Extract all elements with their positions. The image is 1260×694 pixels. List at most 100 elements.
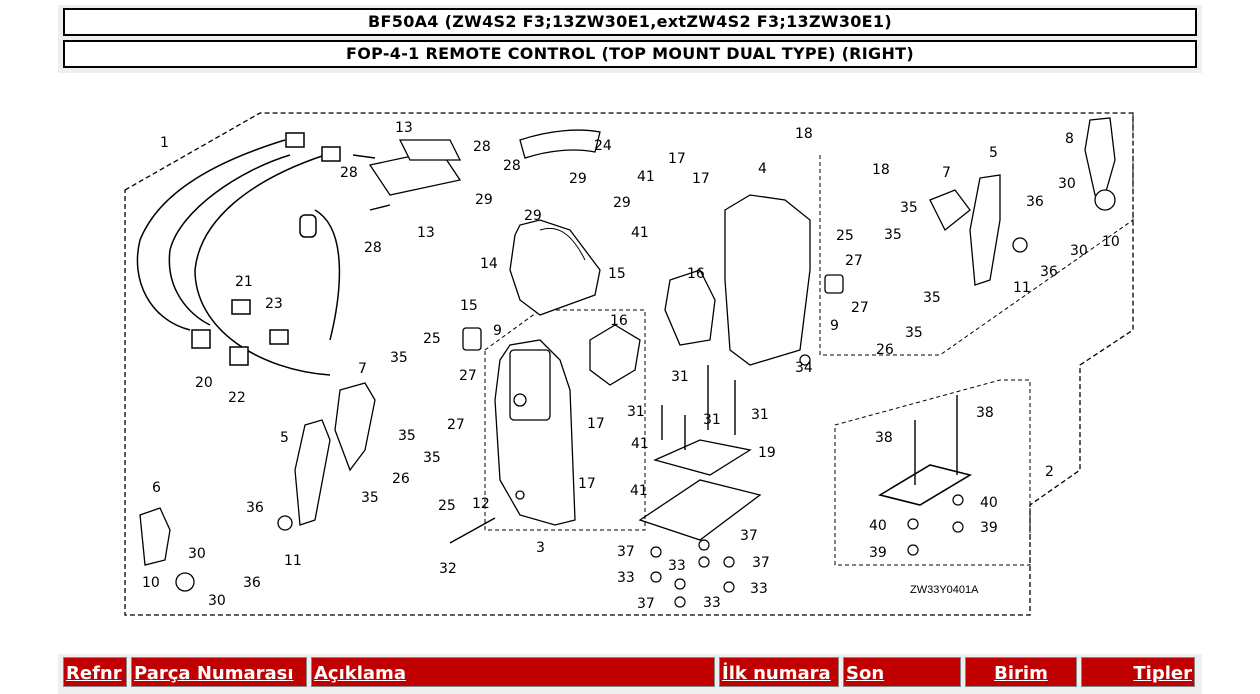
callout-13b: 13 bbox=[417, 225, 435, 241]
callout-19: 19 bbox=[758, 445, 776, 461]
callout-5: 5 bbox=[989, 145, 998, 161]
callout-35e: 35 bbox=[390, 350, 408, 366]
callout-29d: 29 bbox=[613, 195, 631, 211]
callout-28c: 28 bbox=[340, 165, 358, 181]
callout-28b: 28 bbox=[503, 158, 521, 174]
callout-6: 6 bbox=[152, 480, 161, 496]
callout-15b: 15 bbox=[460, 298, 478, 314]
callout-28d: 28 bbox=[364, 240, 382, 256]
column-first-number[interactable]: İlk numara bbox=[719, 657, 839, 687]
callout-35: 35 bbox=[900, 200, 918, 216]
callout-28: 28 bbox=[473, 139, 491, 155]
callout-10: 10 bbox=[1102, 234, 1120, 250]
callout-41b: 41 bbox=[631, 225, 649, 241]
callout-5b: 5 bbox=[280, 430, 289, 446]
callout-13: 13 bbox=[395, 120, 413, 136]
callout-32: 32 bbox=[439, 561, 457, 577]
callout-3: 3 bbox=[536, 540, 545, 556]
callout-9b: 9 bbox=[493, 323, 502, 339]
callout-26: 26 bbox=[876, 342, 894, 358]
callout-36b: 36 bbox=[1040, 264, 1058, 280]
callout-27b: 27 bbox=[851, 300, 869, 316]
callout-24: 24 bbox=[594, 138, 612, 154]
callout-39b: 39 bbox=[869, 545, 887, 561]
callout-18b: 18 bbox=[872, 162, 890, 178]
callout-4: 4 bbox=[758, 161, 767, 177]
callout-31d: 31 bbox=[751, 407, 769, 423]
callout-37: 37 bbox=[740, 528, 758, 544]
parts-table-header: Refnr Parça Numarası Açıklama İlk numara… bbox=[58, 654, 1202, 694]
callout-35g: 35 bbox=[423, 450, 441, 466]
model-title: BF50A4 (ZW4S2 F3;13ZW30E1,extZW4S2 F3;13… bbox=[63, 8, 1197, 36]
callout-27d: 27 bbox=[447, 417, 465, 433]
callout-41c: 41 bbox=[631, 436, 649, 452]
callout-41: 41 bbox=[637, 169, 655, 185]
callout-20: 20 bbox=[195, 375, 213, 391]
diagram-code: ZW33Y0401A bbox=[910, 584, 979, 596]
callout-7b: 7 bbox=[358, 361, 367, 377]
parts-diagram: 1 2 3 4 5 5 6 7 7 8 9 9 10 10 11 11 12 1… bbox=[124, 112, 1134, 616]
callout-33c: 33 bbox=[703, 595, 721, 611]
callout-15: 15 bbox=[608, 266, 626, 282]
column-part-number[interactable]: Parça Numarası bbox=[131, 657, 307, 687]
callout-30: 30 bbox=[1058, 176, 1076, 192]
callout-39: 39 bbox=[980, 520, 998, 536]
callout-25c: 25 bbox=[438, 498, 456, 514]
callout-38: 38 bbox=[976, 405, 994, 421]
column-types[interactable]: Tipler bbox=[1081, 657, 1195, 687]
callout-31c: 31 bbox=[703, 412, 721, 428]
callout-37d: 37 bbox=[637, 596, 655, 612]
callout-37c: 37 bbox=[752, 555, 770, 571]
callout-31b: 31 bbox=[627, 404, 645, 420]
callout-29: 29 bbox=[569, 171, 587, 187]
callout-36c: 36 bbox=[246, 500, 264, 516]
callout-1: 1 bbox=[160, 135, 169, 151]
wire-harness bbox=[136, 132, 341, 376]
callout-35c: 35 bbox=[923, 290, 941, 306]
callout-16: 16 bbox=[687, 266, 705, 282]
callout-17c: 17 bbox=[587, 416, 605, 432]
callout-21: 21 bbox=[235, 274, 253, 290]
callout-17: 17 bbox=[668, 151, 686, 167]
callout-41d: 41 bbox=[630, 483, 648, 499]
callout-29b: 29 bbox=[475, 192, 493, 208]
column-refnr[interactable]: Refnr bbox=[63, 657, 127, 687]
callout-31: 31 bbox=[671, 369, 689, 385]
callout-40: 40 bbox=[980, 495, 998, 511]
callout-35d: 35 bbox=[905, 325, 923, 341]
callout-33b: 33 bbox=[617, 570, 635, 586]
callout-27c: 27 bbox=[459, 368, 477, 384]
callout-30d: 30 bbox=[208, 593, 226, 609]
callout-11b: 11 bbox=[284, 553, 302, 569]
callout-11: 11 bbox=[1013, 280, 1031, 296]
column-last[interactable]: Son bbox=[843, 657, 961, 687]
callout-17b: 17 bbox=[692, 171, 710, 187]
callout-7: 7 bbox=[942, 165, 951, 181]
callout-29c: 29 bbox=[524, 208, 542, 224]
callout-22: 22 bbox=[228, 390, 246, 406]
callout-36: 36 bbox=[1026, 194, 1044, 210]
callout-16b: 16 bbox=[610, 313, 628, 329]
callout-25b: 25 bbox=[423, 331, 441, 347]
callout-30c: 30 bbox=[188, 546, 206, 562]
callout-40b: 40 bbox=[869, 518, 887, 534]
column-unit[interactable]: Birim bbox=[965, 657, 1077, 687]
callout-10b: 10 bbox=[142, 575, 160, 591]
callout-9: 9 bbox=[830, 318, 839, 334]
column-description[interactable]: Açıklama bbox=[311, 657, 715, 687]
callout-35b: 35 bbox=[884, 227, 902, 243]
callout-17d: 17 bbox=[578, 476, 596, 492]
callout-33d: 33 bbox=[750, 581, 768, 597]
callout-26b: 26 bbox=[392, 471, 410, 487]
callout-37b: 37 bbox=[617, 544, 635, 560]
callout-18: 18 bbox=[795, 126, 813, 142]
callout-35f: 35 bbox=[398, 428, 416, 444]
callout-8: 8 bbox=[1065, 131, 1074, 147]
callout-25: 25 bbox=[836, 228, 854, 244]
callout-33: 33 bbox=[668, 558, 686, 574]
callout-36d: 36 bbox=[243, 575, 261, 591]
callout-35h: 35 bbox=[361, 490, 379, 506]
callout-34: 34 bbox=[795, 360, 813, 376]
callout-2: 2 bbox=[1045, 464, 1054, 480]
callout-12: 12 bbox=[472, 496, 490, 512]
